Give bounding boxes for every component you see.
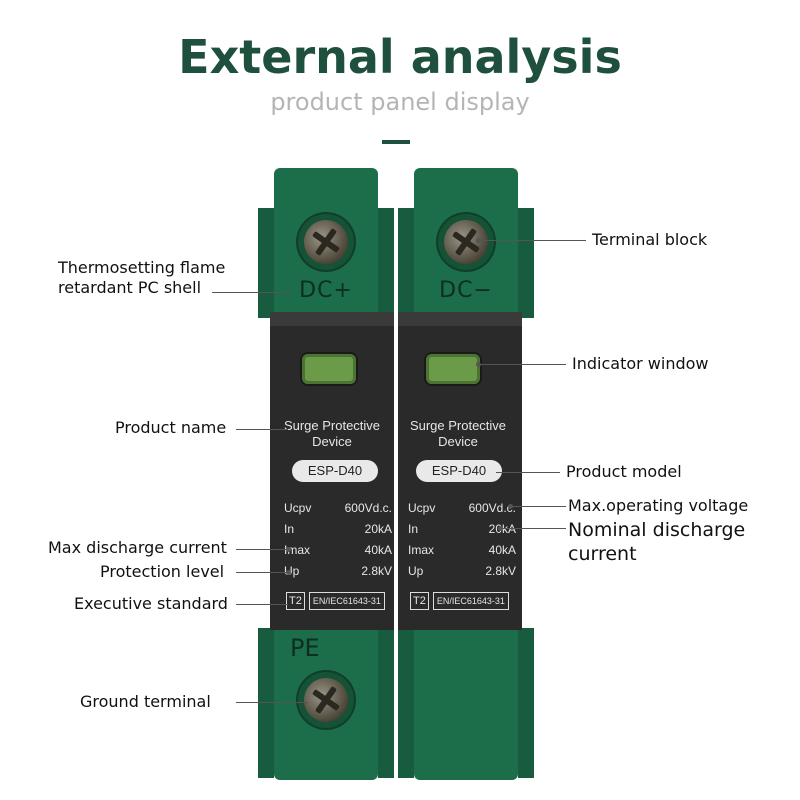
callout-line	[236, 572, 288, 573]
terminal-screw-icon	[444, 220, 488, 264]
page-subtitle: product panel display	[270, 88, 530, 116]
callout-dot	[498, 526, 503, 531]
ground-screw-icon	[304, 678, 348, 722]
callout-dot	[476, 362, 481, 367]
class-badge: T2	[286, 592, 305, 610]
standard-badge: EN/IEC61643-31	[432, 592, 509, 610]
callout-indicator-window: Indicator window	[572, 354, 709, 373]
black-body-top	[398, 312, 522, 326]
standard-marking: T2 EN/IEC61643-31	[410, 592, 509, 610]
product-name: Surge Protective Device	[283, 418, 381, 449]
black-body-top	[270, 312, 394, 326]
standard-marking: T2 EN/IEC61643-31	[286, 592, 385, 610]
product-model-badge: ESP-D40	[416, 460, 502, 482]
page-title: External analysis	[178, 30, 622, 84]
callout-line	[236, 702, 308, 703]
callout-shell: Thermosetting flame retardant PC shell	[58, 258, 226, 297]
surge-protective-device: DC+ Surge Protective Device ESP-D40 Ucpv…	[258, 168, 534, 780]
callout-max-operating-voltage: Max.operating voltage	[568, 496, 749, 515]
green-shell-bottom	[398, 628, 534, 780]
class-badge: T2	[410, 592, 429, 610]
callout-line	[236, 604, 288, 605]
callout-dot	[286, 570, 291, 575]
callout-ground-terminal: Ground terminal	[80, 692, 211, 711]
pole-right: DC− Surge Protective Device ESP-D40 Ucpv…	[398, 168, 534, 780]
callout-line	[496, 472, 560, 473]
callout-executive-standard: Executive standard	[74, 594, 228, 613]
indicator-window	[302, 354, 356, 384]
pole-left: DC+ Surge Protective Device ESP-D40 Ucpv…	[258, 168, 394, 780]
callout-product-model: Product model	[566, 462, 682, 481]
callout-dot	[508, 504, 513, 509]
callout-line	[478, 364, 566, 365]
product-model-badge: ESP-D40	[292, 460, 378, 482]
callout-line	[212, 292, 292, 293]
green-shell-top	[398, 168, 534, 320]
callout-product-name: Product name	[115, 418, 227, 437]
callout-line	[236, 429, 288, 430]
callout-max-discharge-current: Max discharge current	[48, 538, 227, 557]
terminal-label: DC−	[439, 278, 493, 303]
green-shell-top	[258, 168, 394, 320]
callout-line	[500, 528, 566, 529]
indicator-window	[426, 354, 480, 384]
callout-terminal-block: Terminal block	[592, 230, 708, 249]
ground-label: PE	[290, 634, 320, 662]
callout-line	[478, 240, 586, 241]
callout-nominal-discharge-current: Nominal discharge current	[568, 519, 746, 565]
product-name: Surge Protective Device	[409, 418, 507, 449]
callout-protection-level: Protection level	[100, 562, 225, 581]
callout-dot	[476, 238, 481, 243]
terminal-screw-icon	[304, 220, 348, 264]
callout-line	[236, 549, 288, 550]
terminal-label: DC+	[299, 278, 353, 303]
callout-line	[510, 506, 566, 507]
standard-badge: EN/IEC61643-31	[308, 592, 385, 610]
callout-dot	[286, 547, 291, 552]
title-divider	[382, 140, 410, 144]
